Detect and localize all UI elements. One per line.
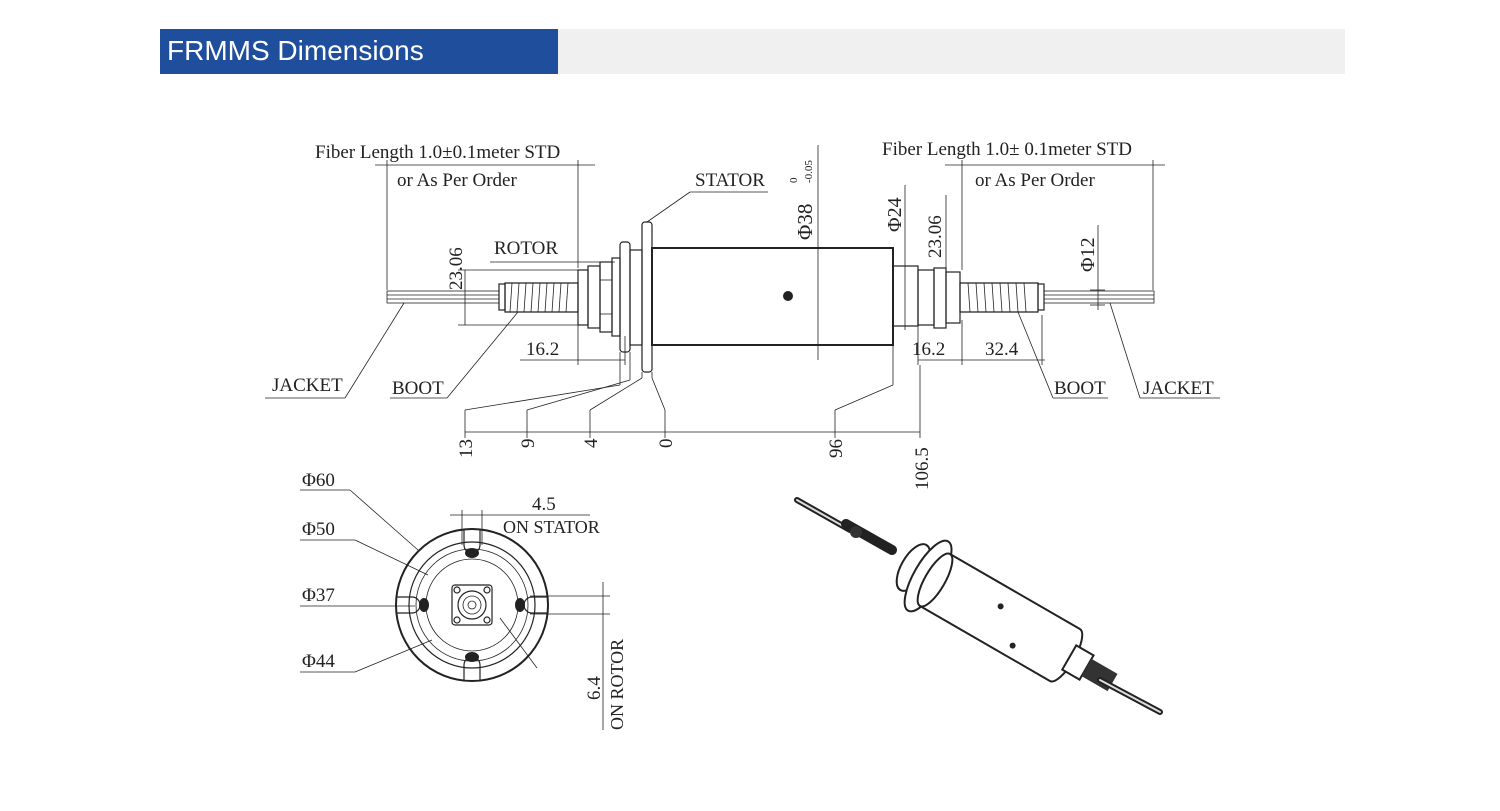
ordinate-13: 13	[456, 439, 477, 458]
fiber-length-right-line2: or As Per Order	[975, 170, 1095, 191]
isometric-view	[794, 497, 1163, 715]
boot-left-label: BOOT	[392, 378, 444, 399]
ordinate-0: 0	[656, 439, 677, 449]
ring-44	[415, 548, 529, 662]
ring-50	[408, 541, 536, 669]
rotor-flange	[619, 241, 631, 353]
end-view: Φ60 Φ50 Φ37 Φ44 4.5 ON STATOR 6.4 ON ROT…	[300, 470, 627, 730]
rotor-flange-ring	[629, 249, 643, 346]
mounting-slots	[396, 529, 548, 681]
dim-dia38-tol-upper: 0	[788, 177, 800, 183]
dim-16-2-left-label: 16.2	[526, 339, 559, 360]
stator-flange	[641, 221, 653, 373]
outer-ring-60	[395, 528, 549, 682]
fiber-length-left-dim	[375, 160, 595, 290]
right-connector	[892, 265, 961, 329]
jacket-right-label: JACKET	[1143, 378, 1214, 399]
dim-16-2-right-label: 16.2	[912, 339, 945, 360]
dim-dia12	[1090, 225, 1105, 310]
dim-23-06-left-label: 23.06	[446, 247, 467, 290]
header-title-box: FRMMS Dimensions	[160, 29, 558, 74]
dim-dia24-label: Φ24	[884, 197, 906, 232]
dim-6-4-label: 6.4	[584, 676, 605, 700]
stator-body	[651, 247, 894, 346]
ordinate-106-5: 106.5	[912, 447, 933, 490]
left-fiber	[386, 290, 500, 304]
end-view-leaders	[300, 489, 610, 730]
dim-dia50-label: Φ50	[302, 519, 335, 540]
page-title: FRMMS Dimensions	[167, 35, 424, 66]
dim-dia38-label: Φ38	[793, 204, 817, 240]
fiber-length-right-dim	[945, 160, 1165, 290]
dim-23-06-right-label: 23.06	[925, 215, 946, 258]
body-hole	[783, 291, 793, 301]
dim-32-4-label: 32.4	[985, 339, 1019, 360]
fiber-length-left-line1: Fiber Length 1.0±0.1meter STD	[315, 142, 560, 163]
ordinate-dims	[464, 345, 921, 438]
dim-4-5-label: 4.5	[532, 494, 556, 515]
dim-dia60-label: Φ60	[302, 470, 335, 491]
dim-23-06-left	[458, 269, 578, 326]
on-rotor-label: ON ROTOR	[607, 639, 627, 730]
left-boot	[498, 282, 579, 313]
ordinate-9: 9	[518, 439, 539, 449]
boot-right-label: BOOT	[1054, 378, 1106, 399]
dim-dia38-tol-lower: -0.05	[803, 160, 815, 183]
callout-leaders	[265, 302, 1220, 399]
fiber-length-right-line1: Fiber Length 1.0± 0.1meter STD	[882, 139, 1132, 160]
dim-dia44-label: Φ44	[302, 651, 335, 672]
dim-dia12-label: Φ12	[1077, 237, 1099, 272]
left-rotor-nut	[577, 257, 621, 337]
dim-16-2-right	[917, 315, 1045, 365]
right-boot	[959, 282, 1045, 313]
ordinate-4: 4	[581, 438, 602, 448]
dim-dia37-label: Φ37	[302, 585, 335, 606]
side-view: Fiber Length 1.0±0.1meter STD or As Per …	[265, 139, 1220, 490]
square-flange	[451, 584, 493, 626]
ordinate-96: 96	[826, 439, 847, 458]
stator-label: STATOR	[695, 170, 765, 191]
on-stator-label: ON STATOR	[503, 517, 600, 537]
dim-16-2-left	[520, 325, 626, 365]
jacket-left-label: JACKET	[272, 375, 343, 396]
ring-37	[425, 558, 519, 652]
center-connector	[457, 590, 487, 620]
right-fiber	[1043, 290, 1155, 304]
rotor-label: ROTOR	[494, 238, 558, 259]
fiber-length-left-line2: or As Per Order	[397, 170, 517, 191]
